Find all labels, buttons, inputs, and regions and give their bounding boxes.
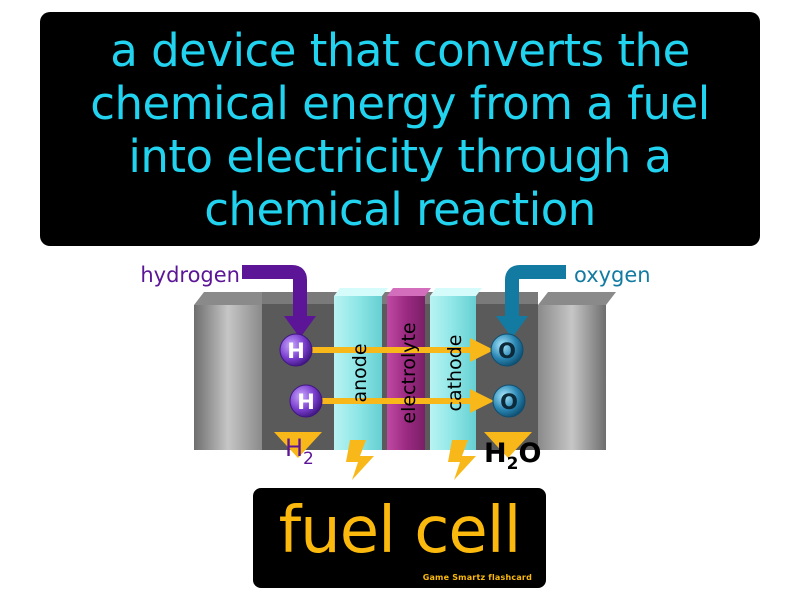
definition-box: a device that converts the chemical ener… bbox=[40, 12, 760, 246]
svg-text:O: O bbox=[498, 339, 516, 363]
cathode-layer bbox=[430, 288, 482, 450]
definition-line: a device that converts the bbox=[110, 24, 690, 77]
oxygen-atom: O bbox=[492, 384, 526, 418]
hydrogen-atom: H bbox=[279, 333, 313, 367]
hydrogen-label: hydrogen bbox=[140, 263, 240, 287]
h2-output-label: H2 bbox=[285, 434, 314, 469]
oxygen-inlet-arrow bbox=[496, 265, 566, 338]
outlet-arrow-right bbox=[484, 432, 532, 458]
hydrogen-inlet-arrow bbox=[242, 265, 316, 338]
definition-line: into electricity through a bbox=[128, 130, 672, 183]
water-output-label: H2O bbox=[484, 438, 541, 474]
lightning-bolt-icon bbox=[448, 440, 476, 480]
hydrogen-atom: H bbox=[289, 384, 323, 418]
outlet-arrow-left bbox=[274, 432, 322, 458]
term-box: fuel cell Game Smartz flashcard bbox=[253, 488, 546, 588]
term-title: fuel cell bbox=[278, 494, 522, 568]
electrolyte-label: electrolyte bbox=[398, 322, 420, 423]
electrolyte-layer bbox=[387, 288, 431, 450]
svg-text:H: H bbox=[297, 390, 315, 414]
credit-text: Game Smartz flashcard bbox=[422, 573, 532, 582]
definition-text: a device that converts the chemical ener… bbox=[40, 24, 760, 236]
ion-flow-arrows bbox=[310, 338, 494, 413]
cathode-label: cathode bbox=[444, 335, 466, 412]
anode-layer bbox=[334, 288, 388, 450]
svg-text:O: O bbox=[500, 390, 518, 414]
definition-line: chemical reaction bbox=[204, 183, 596, 236]
oxygen-label: oxygen bbox=[574, 263, 651, 287]
lightning-bolt-icon bbox=[346, 440, 374, 480]
oxygen-atom: O bbox=[490, 333, 524, 367]
anode-label: anode bbox=[349, 343, 371, 402]
svg-text:H: H bbox=[287, 339, 305, 363]
definition-line: chemical energy from a fuel bbox=[90, 77, 710, 130]
